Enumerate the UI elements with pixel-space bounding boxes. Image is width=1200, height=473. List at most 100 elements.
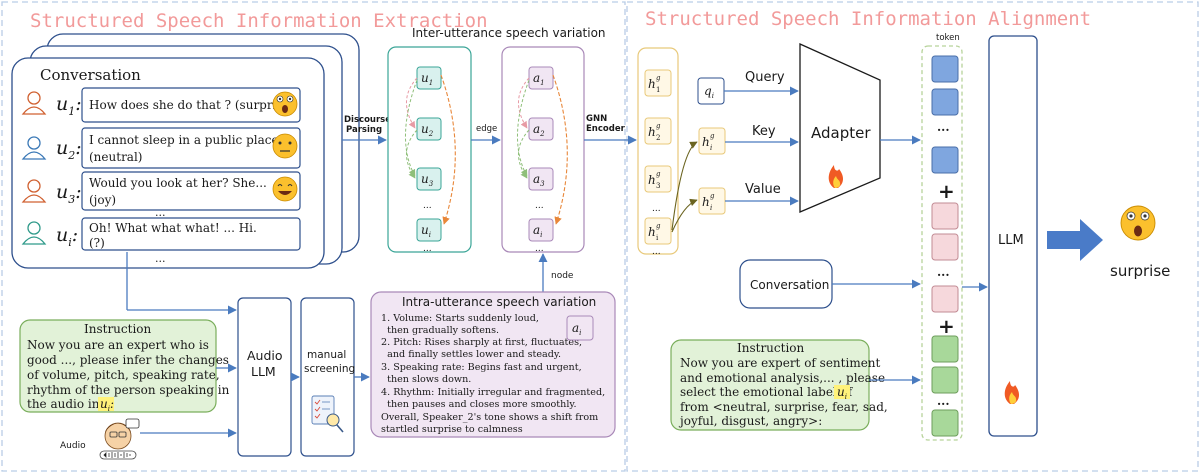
svg-text:g: g [656,122,661,130]
acoustic-node-ai [566,315,594,341]
conversation-ellipsis-bottom: ... [155,252,166,265]
svg-text:g: g [656,222,661,230]
utterance-label: (?) [89,236,105,250]
conversation-title: Conversation [40,66,141,84]
svg-text:3. Speaking rate: Begins fast: 3. Speaking rate: Begins fast and urgent… [381,362,582,373]
svg-text:g: g [656,74,661,82]
svg-text:u1:: u1: [56,93,82,118]
arrow-hi-to-key [671,141,698,231]
inter-utterance-title: Inter-utterance speech variation [412,26,606,40]
intra-utterance-title: Intra-utterance speech variation [402,295,596,309]
instruction-right-box: Instruction Now you are expert of sentim… [670,339,888,431]
svg-text:Encoder: Encoder [586,124,626,134]
svg-text:4. Rhythm: Initially irregular: 4. Rhythm: Initially irregular and fragm… [381,387,605,398]
svg-text:h: h [648,225,656,239]
svg-text:h: h [648,77,656,91]
speaker-avatar-icon [99,418,140,460]
svg-text:select the emotional label of: select the emotional label of [680,385,854,399]
svg-text:then slows down.: then slows down. [381,374,471,385]
result-label: surprise [1110,262,1170,280]
svg-text:then gradually softens.: then gradually softens. [381,325,499,336]
svg-text:ai: ai [533,223,542,239]
svg-text:ui:: ui: [100,397,114,413]
svg-text:...: ... [937,120,950,134]
right-panel-title: Structured Speech Information Alignment [645,8,1091,30]
conversation-row-i: ui: Oh! What what what! ... Hi. (?) [21,217,301,251]
person-icon [21,136,47,160]
graph-embedding-h1: h g 1 [644,69,672,97]
svg-text:and finally settles lower and: and finally settles lower and steady. [381,349,561,360]
result-surprise-emoji-icon [1120,205,1156,241]
person-icon [21,221,47,245]
svg-text:...: ... [652,204,661,214]
acoustic-node-3: a3 [528,167,554,191]
svg-text:u2:: u2: [56,137,82,162]
discourse-edge [406,77,418,129]
svg-text:...: ... [535,244,544,254]
value-node: h g i [698,187,726,215]
gnn-encoder-label: GNN [586,114,607,124]
token-blocks: ... + ... + ... [931,55,959,437]
svg-text:...: ... [423,244,432,254]
svg-text:...: ... [535,201,544,211]
svg-text:of volume, pitch, speaking rat: of volume, pitch, speaking rate, [27,368,220,382]
adapter-block [799,42,881,213]
key-node: h g i [698,127,726,155]
svg-text:2: 2 [656,134,660,142]
manual-screening-label: manual [307,349,346,361]
surprise-emoji-icon [272,91,298,117]
svg-text:from <neutral, surprise, fear,: from <neutral, surprise, fear, sad, [680,400,888,414]
utterance-node-i: ui [416,218,442,242]
discourse-edge [440,74,456,225]
utterance-node-2: u2 [416,117,442,141]
acoustic-node-i: ai [528,218,554,242]
svg-text:3: 3 [656,182,660,190]
acoustic-node-2: a2 [528,117,554,141]
person-icon [21,179,47,203]
svg-text:the audio in: the audio in [27,397,100,411]
instruction-left-box: Instruction Now you are an expert who is… [19,319,230,413]
graph-embedding-h2: h g 2 [644,117,672,145]
llm-block [988,35,1038,437]
svg-text:h: h [648,125,656,139]
neutral-emoji-icon [272,133,298,159]
svg-text:i: i [710,144,712,152]
svg-text:i: i [656,234,659,242]
svg-text:Now you are expert of sentimen: Now you are expert of sentiment [680,356,881,370]
conversation-input-label: Conversation [750,278,829,292]
right-panel-border [626,1,1199,472]
joy-emoji-icon [272,176,298,202]
utterance-text: How does she do that ? (surprise) [89,98,294,112]
discourse-parsing-label: Discourse [344,115,391,125]
svg-text:+: + [938,314,955,338]
utterance-text: Oh! What what what! ... Hi. [89,221,257,235]
acoustic-graph-box [501,46,585,253]
left-panel-border [1,1,626,472]
node-label: node [551,271,574,281]
svg-text:ai: ai [572,321,581,337]
conversation-ellipsis: ... [155,206,166,219]
svg-text:g: g [710,192,715,200]
svg-text:i: i [710,204,712,212]
svg-text:1. Volume: Starts suddenly lou: 1. Volume: Starts suddenly loud, [381,313,539,324]
svg-text:1: 1 [656,86,660,94]
svg-text:a1: a1 [533,71,545,87]
svg-text:a3: a3 [533,172,545,188]
svg-text:Overall, Speaker_2's tone show: Overall, Speaker_2's tone shows a shift … [381,412,598,423]
conversation-row-2: u2: I cannot sleep in a public place. (n… [21,127,301,169]
svg-text:2. Pitch: Rises sharply at fir: 2. Pitch: Rises sharply at first, fluctu… [381,337,582,348]
value-label: Value [745,182,781,197]
manual-screening-box [300,297,355,457]
acoustic-node-1: a1 [528,66,554,90]
graph-embedding-hi: h g i [644,217,672,245]
output-arrow [1047,219,1103,261]
svg-text:startled surprise to calmness: startled surprise to calmness [381,424,523,435]
audio-llm-label: Audio [247,348,283,363]
svg-text:...: ... [937,265,950,279]
token-column [921,45,963,441]
audio-label: Audio [60,441,86,451]
svg-text:and emotional analysis,... , p: and emotional analysis,... , please [680,371,885,385]
token-label: token [936,33,960,43]
key-label: Key [752,124,776,139]
discourse-edge [516,79,530,177]
